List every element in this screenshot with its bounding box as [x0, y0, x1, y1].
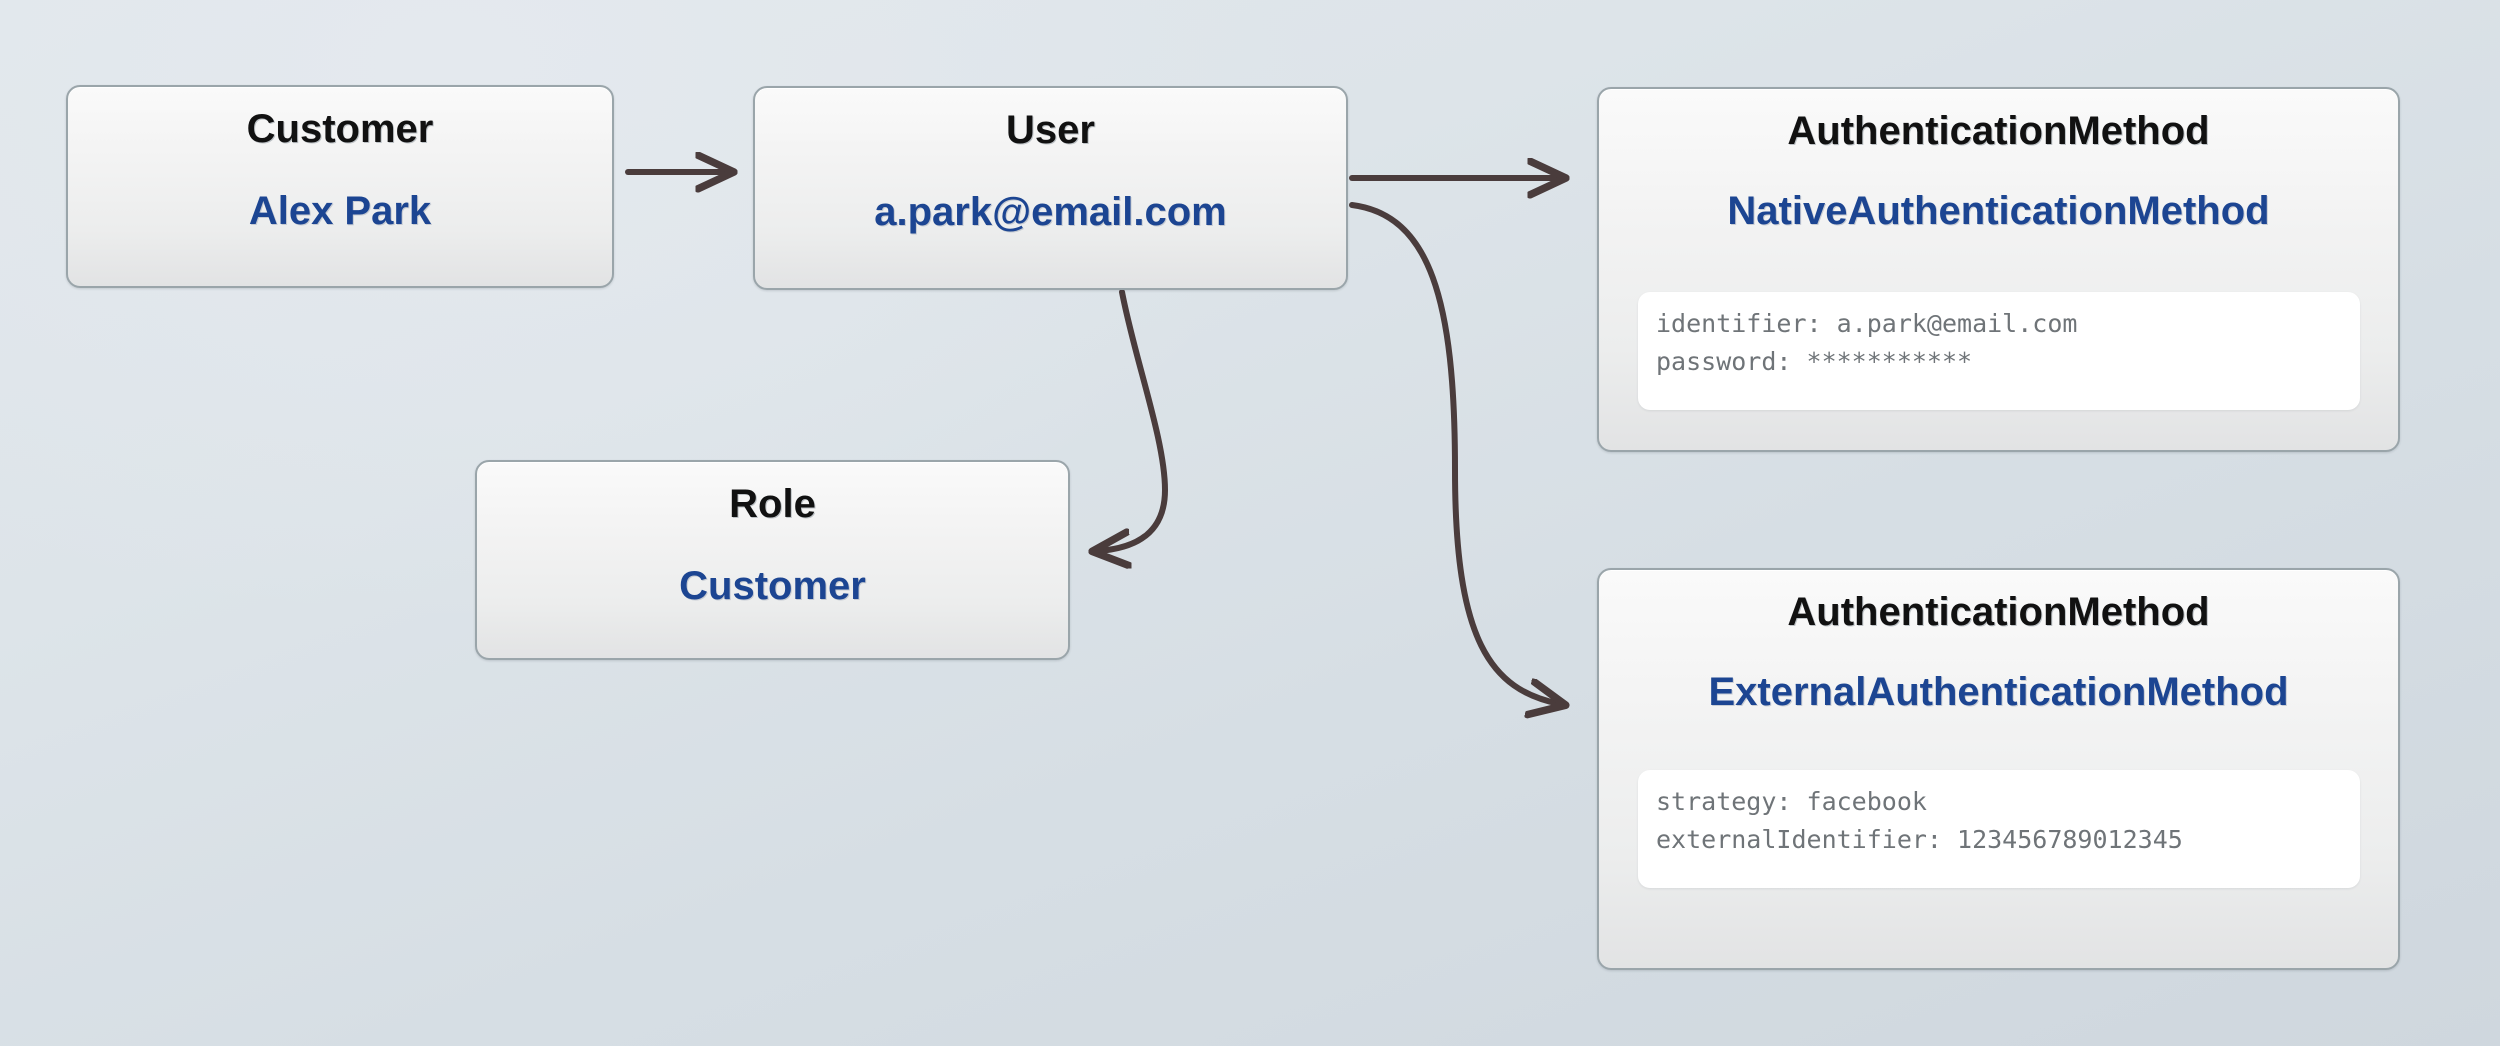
node-role-type: Role: [729, 482, 816, 526]
attribute-line: strategy: facebook: [1656, 787, 1927, 816]
edge-user-to-external-auth: [1349, 202, 1560, 704]
node-external-auth-value: ExternalAuthenticationMethod: [1708, 670, 2289, 714]
attribute-line: password: ***********: [1656, 347, 1973, 376]
edge-user-to-role: [1098, 289, 1169, 551]
node-external-auth-type: AuthenticationMethod: [1787, 590, 2210, 634]
attribute-line: externalIdentifier: 123456789012345: [1656, 825, 2183, 854]
attributes-native-authentication-method: identifier: a.park@email.com password: *…: [1638, 292, 2360, 410]
node-role-value: Customer: [679, 564, 866, 608]
node-native-authentication-method[interactable]: AuthenticationMethod NativeAuthenticatio…: [1597, 87, 2400, 452]
attributes-external-authentication-method: strategy: facebook externalIdentifier: 1…: [1638, 770, 2360, 888]
node-customer-type: Customer: [246, 107, 434, 151]
node-native-auth-value: NativeAuthenticationMethod: [1727, 189, 2270, 233]
node-customer-value: Alex Park: [248, 189, 432, 233]
node-user[interactable]: User a.park@email.com: [753, 86, 1348, 290]
attribute-line: identifier: a.park@email.com: [1656, 309, 2078, 338]
node-role[interactable]: Role Customer: [475, 460, 1070, 660]
node-customer[interactable]: Customer Alex Park: [66, 85, 614, 288]
node-user-value: a.park@email.com: [874, 190, 1227, 234]
node-native-auth-type: AuthenticationMethod: [1787, 109, 2210, 153]
node-external-authentication-method[interactable]: AuthenticationMethod ExternalAuthenticat…: [1597, 568, 2400, 970]
node-user-type: User: [1006, 108, 1095, 152]
